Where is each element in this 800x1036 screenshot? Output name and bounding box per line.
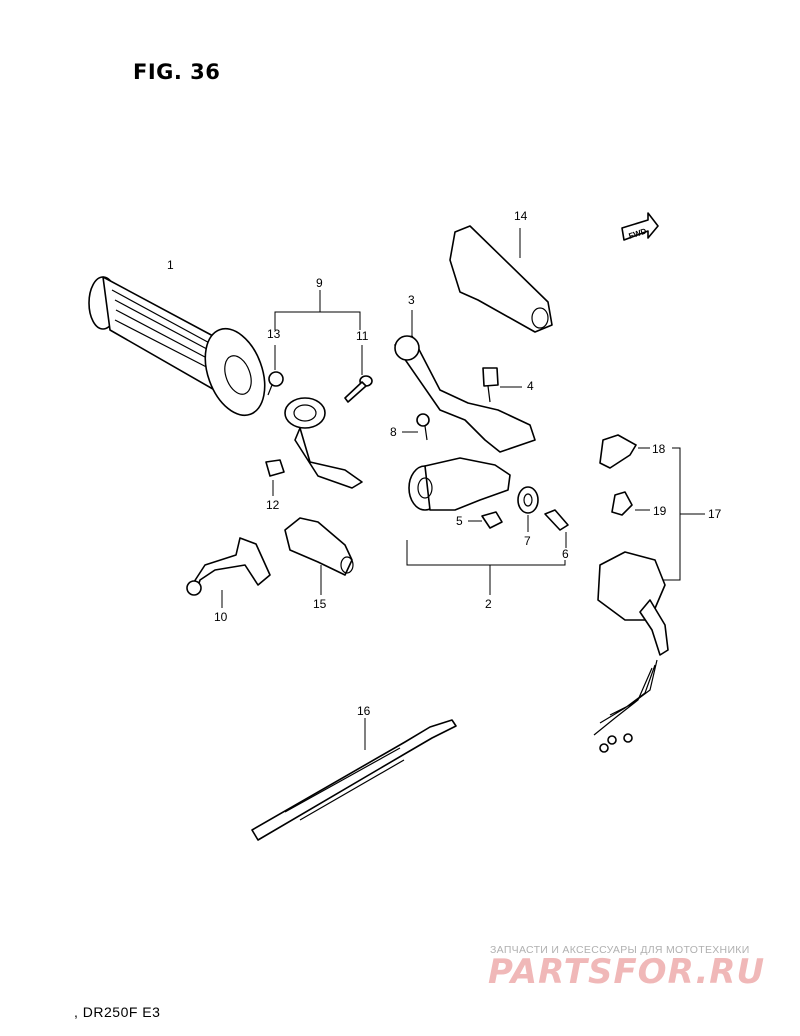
switch-part-19 [611,491,650,516]
callout-18: 18 [652,442,666,456]
handlebar-grip-part [88,276,266,417]
callout-5: 5 [456,514,463,528]
washer-7-part [517,486,539,532]
cover-15-part [284,517,354,595]
callout-1: 1 [167,258,174,272]
callout-2: 2 [485,597,492,611]
forward-arrow-icon: FWD [621,212,659,241]
callout-14: 14 [514,209,528,223]
bracket-2-line [406,540,566,566]
callout-11: 11 [356,329,369,343]
callout-16: 16 [357,704,371,718]
watermark-tagline: ЗАПЧАСТИ И АКСЕССУАРЫ ДЛЯ МОТОТЕХНИКИ [490,944,750,956]
bolt-11-part [344,345,373,403]
figure-title: FIG. 36 [133,60,221,84]
callout-17: 17 [708,507,722,521]
callout-13: 13 [267,327,281,341]
lever-boot-14-part [449,225,553,333]
callout-3: 3 [408,293,415,307]
callout-6: 6 [562,547,569,561]
watermark-logo: PARTSFOR.RU [488,952,766,992]
pivot-bolt-4-part [482,367,522,403]
lever-10-part [186,537,271,608]
nut-5-part [468,511,503,529]
bracket-17-line [662,447,705,581]
callout-4: 4 [527,379,534,393]
callout-15: 15 [313,597,327,611]
switch-part-18 [599,434,650,469]
handlebar-switch-17-part [593,551,669,753]
screw-13-part [267,345,284,396]
callout-7: 7 [524,534,531,548]
callout-10: 10 [214,610,228,624]
screw-8-part [402,413,430,441]
lever-holder-2-part [406,457,566,595]
bolt-6-part [544,509,569,548]
nut-12-part [265,459,285,496]
callout-8: 8 [390,425,397,439]
clutch-lever-3-part [394,310,536,453]
model-label: , DR250F E3 [74,1004,161,1020]
cable-strap-16-part [251,718,457,841]
bracket-9-line [274,311,361,330]
callout-12: 12 [266,498,280,512]
callout-9: 9 [316,276,323,290]
callout-19: 19 [653,504,667,518]
lever-holder-part [284,397,363,489]
